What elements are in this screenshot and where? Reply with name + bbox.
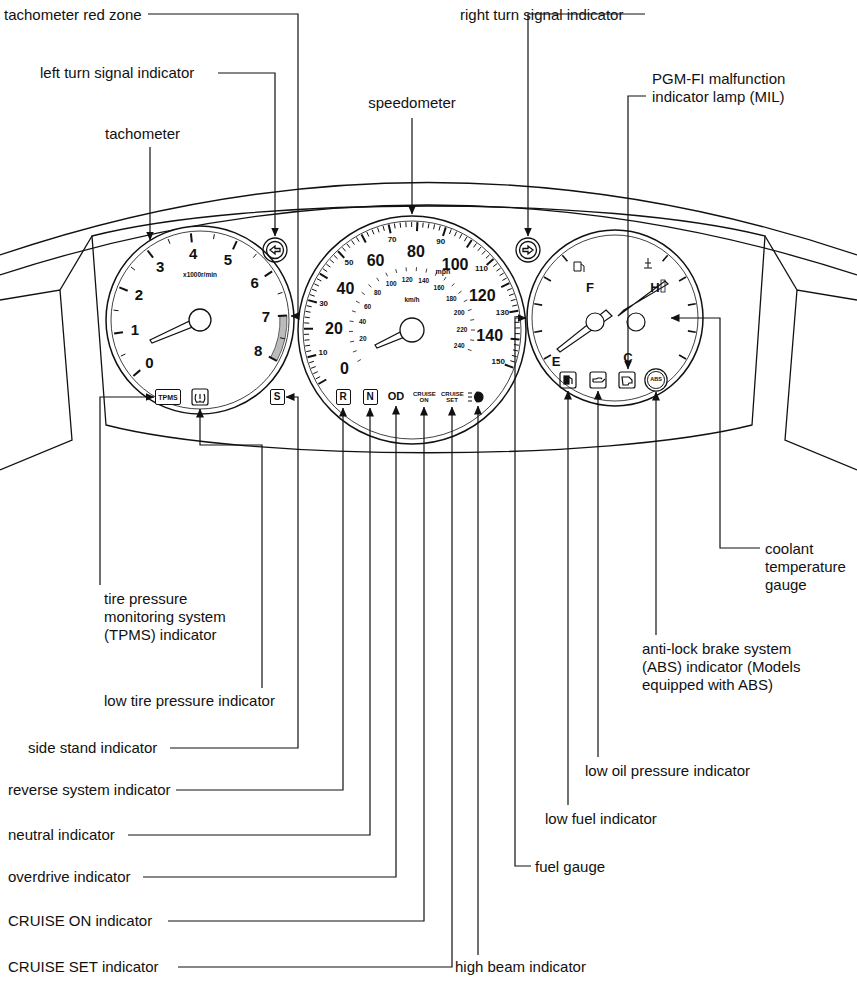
callout-label: low tire pressure indicator xyxy=(104,692,275,710)
indicator-text: CRUISE ON xyxy=(413,391,435,404)
scale-number: 60 xyxy=(367,253,385,270)
callout-label: neutral indicator xyxy=(8,826,115,844)
indicator-text: OD xyxy=(388,391,405,403)
callout-label: tire pressure monitoring system (TPMS) i… xyxy=(104,590,254,644)
unit-label: mph xyxy=(436,268,451,275)
scale-number: 20 xyxy=(359,336,366,343)
speedometer-dial xyxy=(298,216,526,444)
scale-number: 8 xyxy=(254,343,262,359)
scale-number: 220 xyxy=(457,327,468,334)
indicator-circle: ABS xyxy=(647,371,665,389)
scale-number: 70 xyxy=(388,236,397,244)
scale-number: 120 xyxy=(469,288,496,305)
scale-number: 180 xyxy=(446,296,457,303)
callout-label: tachometer xyxy=(105,125,180,143)
scale-number: 90 xyxy=(436,238,445,246)
callout-label: low fuel indicator xyxy=(545,810,657,828)
scale-number: 200 xyxy=(454,310,465,317)
unit-label: x1000r/min xyxy=(183,272,217,279)
indicator-text: N xyxy=(366,392,373,402)
scale-number: 7 xyxy=(262,309,270,325)
indicator-box: S xyxy=(270,389,285,405)
scale-number: 130 xyxy=(496,309,509,317)
callout-label: CRUISE SET indicator xyxy=(8,958,159,976)
scale-number: 0 xyxy=(340,361,349,378)
callout-label: speedometer xyxy=(368,95,456,111)
turn-signal-indicators xyxy=(263,238,540,262)
indicator-text: TPMS xyxy=(158,394,177,401)
indicator-text: CRUISE SET xyxy=(441,391,463,404)
scale-number: 80 xyxy=(374,290,381,297)
callout-label: fuel gauge xyxy=(535,858,605,876)
callout-label: CRUISE ON indicator xyxy=(8,912,152,930)
callout-label: tachometer red zone xyxy=(4,6,142,24)
callout-label: anti-lock brake system (ABS) indicator (… xyxy=(642,640,814,694)
scale-number: 50 xyxy=(345,259,354,267)
scale-number: 5 xyxy=(224,252,232,268)
scale-number: 140 xyxy=(476,328,503,345)
scale-number: 40 xyxy=(359,319,366,326)
indicator-box: TPMS xyxy=(155,389,180,405)
indicator-text: S xyxy=(274,392,281,402)
indicator-box: N xyxy=(363,389,378,405)
scale-number: 4 xyxy=(189,246,197,262)
gauge-letter: H xyxy=(650,281,659,295)
callout-label: right turn signal indicator xyxy=(460,6,623,24)
scale-number: 2 xyxy=(135,287,143,303)
scale-number: 10 xyxy=(319,349,328,357)
scale-number: 1 xyxy=(131,322,139,338)
callout-label: low oil pressure indicator xyxy=(585,762,750,780)
indicator-box: R xyxy=(336,389,351,405)
leader-lines xyxy=(100,14,760,967)
scale-number: 20 xyxy=(325,321,343,338)
callout-label: PGM-FI malfunction indicator lamp (MIL) xyxy=(652,70,817,106)
unit-label: km/h xyxy=(404,297,419,304)
scale-number: 40 xyxy=(337,281,355,298)
indicator-text: R xyxy=(339,392,346,402)
scale-number: 6 xyxy=(251,275,259,291)
scale-number: 60 xyxy=(364,304,371,311)
scale-number: 150 xyxy=(492,358,505,366)
scale-number: 110 xyxy=(475,265,488,273)
callout-label: left turn signal indicator xyxy=(40,64,194,82)
scale-number: 120 xyxy=(402,277,413,284)
scale-number: 80 xyxy=(407,244,425,261)
gauge-letter: C xyxy=(623,351,632,365)
scale-number: 240 xyxy=(454,343,465,350)
callout-label: high beam indicator xyxy=(455,958,586,976)
scale-number: 160 xyxy=(434,285,445,292)
indicator-text: ABS xyxy=(650,377,662,383)
scale-number: 3 xyxy=(156,259,164,275)
callout-label: overdrive indicator xyxy=(8,868,131,886)
scale-number: 100 xyxy=(386,281,397,288)
callout-label: side stand indicator xyxy=(28,739,157,757)
callout-label: coolant temperature gauge xyxy=(765,540,855,594)
gauge-letter: E xyxy=(552,355,561,369)
tachometer-dial xyxy=(106,226,294,414)
gauge-letter: F xyxy=(586,281,594,295)
dashboard-outline xyxy=(0,183,857,471)
scale-number: 30 xyxy=(319,300,328,308)
callout-label: reverse system indicator xyxy=(8,781,171,799)
scale-number: 140 xyxy=(418,278,429,285)
scale-number: 0 xyxy=(145,355,153,371)
